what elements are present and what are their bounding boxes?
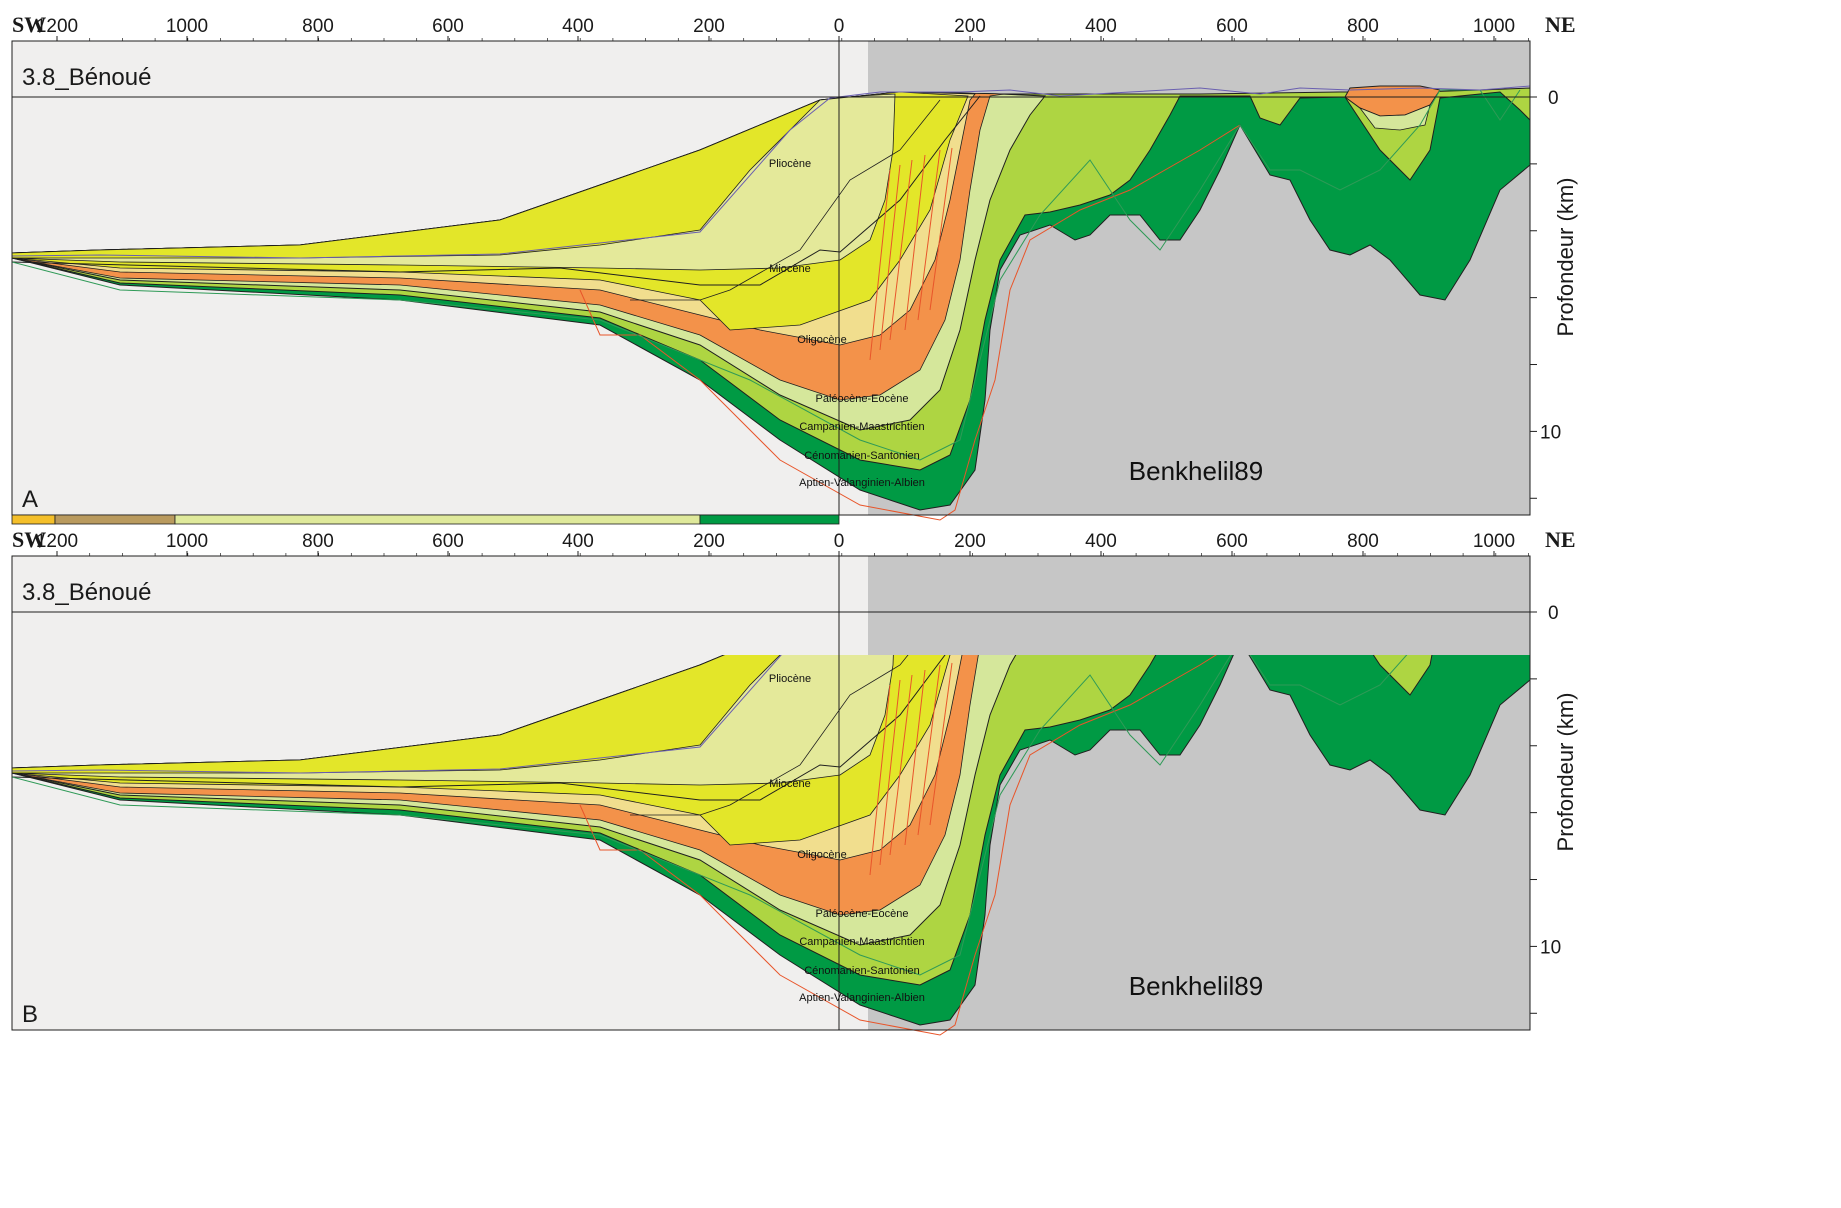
axis-tick-label: 400 xyxy=(562,16,594,37)
fault-lines xyxy=(869,662,953,876)
panel-letter: B xyxy=(22,1001,38,1028)
unit-miocene xyxy=(12,91,969,331)
axis-tick-label: 600 xyxy=(1216,16,1248,37)
axis-tick-label: 400 xyxy=(1085,16,1117,37)
axis-tick-label: 200 xyxy=(693,16,725,37)
section-name: 3.8_Bénoué xyxy=(22,579,151,606)
axis-tick-label: 1000 xyxy=(1473,16,1515,37)
depth-tick-label-0: 0 xyxy=(1548,603,1559,624)
fault-line xyxy=(917,149,941,321)
fault-line xyxy=(929,662,953,826)
color-bar-segment xyxy=(699,514,840,525)
section-body xyxy=(12,655,1531,1036)
axis-tick-label: 200 xyxy=(954,16,986,37)
fault-line xyxy=(904,669,926,846)
unit-label: Oligocène xyxy=(797,849,847,861)
axis-tick-label: 1000 xyxy=(1473,531,1515,552)
axis-tick-label: 200 xyxy=(693,531,725,552)
unit-label: Pliocène xyxy=(769,158,811,170)
axis-tick-label: 1200 xyxy=(36,531,78,552)
depth-tick-label-10: 10 xyxy=(1540,422,1561,443)
depth-axis: 0 10 Profondeur (km) xyxy=(1529,556,1578,1030)
unit-miocene xyxy=(12,655,951,846)
fault-line xyxy=(889,159,913,341)
direction-sw-label: SW xyxy=(12,12,46,37)
fault-line xyxy=(879,679,901,866)
unit-pliocene xyxy=(12,655,894,786)
fault-line xyxy=(917,664,941,836)
unit-label: Pliocène xyxy=(769,673,811,685)
purple-topography-line xyxy=(12,85,1531,259)
axis-tick-label: 1200 xyxy=(36,16,78,37)
axis-tick-label: 1000 xyxy=(166,531,208,552)
horizon-line xyxy=(630,99,941,301)
fault-line xyxy=(904,154,926,331)
section-name: 3.8_Bénoué xyxy=(22,64,151,91)
unit-label: Oligocène xyxy=(797,334,847,346)
green-trace-line xyxy=(12,655,1408,976)
color-bar-segment xyxy=(54,514,176,525)
top-axis: 1200 1000 800 600 400 200 0 200 400 600 800 1000 xyxy=(36,16,1529,41)
depth-tick-label-0: 0 xyxy=(1548,88,1559,109)
fault-lines xyxy=(869,147,953,361)
axis-tick-label: 1000 xyxy=(166,16,208,37)
purple-topography-line xyxy=(12,655,782,774)
cross-section-panel-b: 1200 1000 800 600 400 200 0 200 400 600 800 1000 SW N… xyxy=(11,527,1578,1036)
direction-ne-label: NE xyxy=(1545,12,1576,37)
axis-tick-label: 200 xyxy=(954,531,986,552)
unit-pliocene xyxy=(12,93,896,271)
unit-label: Aptien-Valanginien-Albien xyxy=(799,477,925,489)
depth-axis: 0 10 Profondeur (km) xyxy=(1529,41,1578,515)
color-bar xyxy=(11,514,840,525)
color-bar-segment xyxy=(174,514,701,525)
unit-label: Campanien-Maastrichtien xyxy=(799,936,924,948)
unit-label: Miocène xyxy=(769,778,811,790)
fault-line xyxy=(929,147,953,311)
fault-line xyxy=(869,169,891,361)
axis-tick-label: 800 xyxy=(1347,16,1379,37)
unit-label: Paléocène-Eocène xyxy=(816,393,909,405)
fault-line xyxy=(889,674,913,856)
depth-axis-title: Profondeur (km) xyxy=(1553,178,1578,337)
unit-campanien-lens xyxy=(1358,104,1431,131)
unit-label: Campanien-Maastrichtien xyxy=(799,421,924,433)
horizon-line xyxy=(12,655,946,801)
axis-tick-label: 600 xyxy=(432,531,464,552)
axis-tick-label: 800 xyxy=(302,531,334,552)
fault-line xyxy=(869,684,891,876)
direction-sw-label: SW xyxy=(12,527,46,552)
horizon-line xyxy=(12,95,981,286)
axis-tick-label: 400 xyxy=(1085,531,1117,552)
unit-label: Cénomanien-Santonien xyxy=(804,450,920,462)
source-label: Benkhelil89 xyxy=(1129,971,1263,1001)
direction-ne-label: NE xyxy=(1545,527,1576,552)
panel-letter: A xyxy=(22,486,38,513)
top-axis: 1200 1000 800 600 400 200 0 200 400 600 800 1000 xyxy=(36,531,1529,556)
axis-tick-label: 800 xyxy=(302,16,334,37)
unit-label: Cénomanien-Santonien xyxy=(804,965,920,977)
axis-tick-label: 800 xyxy=(1347,531,1379,552)
unit-label: Aptien-Valanginien-Albien xyxy=(799,992,925,1004)
axis-tick-label: 600 xyxy=(432,16,464,37)
source-label: Benkhelil89 xyxy=(1129,456,1263,486)
axis-tick-label: 400 xyxy=(562,531,594,552)
axis-tick-label: 0 xyxy=(834,531,845,552)
depth-axis-title: Profondeur (km) xyxy=(1553,693,1578,852)
unit-label: Paléocène-Eocène xyxy=(816,908,909,920)
horizon-line xyxy=(630,655,909,816)
color-bar-segment xyxy=(11,514,56,525)
green-trace-line xyxy=(12,89,1521,461)
red-trace-line xyxy=(579,124,1241,521)
section-body xyxy=(12,85,1531,521)
red-trace-line xyxy=(579,655,1217,1036)
axis-tick-label: 0 xyxy=(834,16,845,37)
unit-label: Miocène xyxy=(769,263,811,275)
fault-line xyxy=(879,164,901,351)
cross-section-panel-a: 1200 1000 800 600 400 200 0 200 400 600 800 1000 SW N… xyxy=(11,12,1578,525)
axis-tick-label: 600 xyxy=(1216,531,1248,552)
depth-tick-label-10: 10 xyxy=(1540,937,1561,958)
